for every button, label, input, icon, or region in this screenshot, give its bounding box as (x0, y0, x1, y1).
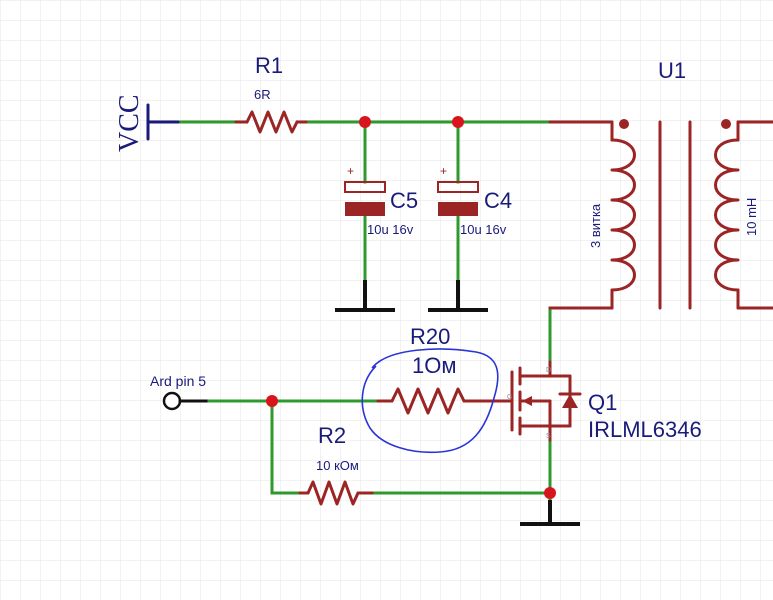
c4-value: 10u 16v (460, 222, 507, 237)
c4-polarity: + (440, 164, 447, 178)
c5-value: 10u 16v (367, 222, 414, 237)
transformer-u1[interactable]: U1 3 витка 10 mH (548, 58, 773, 310)
capacitor-c5[interactable]: + C5 10u 16v (344, 164, 418, 237)
q1-pin-d: D (546, 367, 551, 374)
ground-c4 (428, 280, 488, 312)
hand-drawn-circle (361, 348, 499, 454)
input-label: Ard pin 5 (150, 373, 206, 389)
c5-designator: C5 (390, 188, 418, 213)
ground-q1 (520, 500, 580, 526)
r2-value: 10 кОм (316, 458, 359, 473)
mosfet-q1[interactable]: D G S Q1 IRLML6346 (498, 360, 702, 442)
q1-part-number: IRLML6346 (588, 417, 702, 442)
u1-primary-label: 3 витка (588, 203, 603, 248)
r20-designator: R20 (410, 324, 450, 349)
q1-pin-g: G (507, 394, 512, 401)
u1-designator: U1 (658, 58, 686, 83)
vcc-label: VCC (114, 94, 145, 152)
wires (176, 120, 552, 502)
junctions (266, 116, 556, 499)
u1-secondary-label: 10 mH (744, 198, 759, 236)
q1-pin-s: S (546, 433, 551, 440)
c5-polarity: + (347, 164, 354, 178)
r2-designator: R2 (318, 423, 346, 448)
vcc-symbol[interactable]: VCC (114, 94, 180, 152)
input-terminal[interactable] (162, 391, 182, 411)
resistor-r2[interactable]: R2 10 кОм (298, 423, 374, 506)
capacitor-c4[interactable]: + C4 10u 16v (437, 164, 512, 237)
resistor-r1[interactable]: R1 6R (234, 53, 308, 134)
r20-value: 1Ом (412, 353, 456, 378)
r1-value: 6R (254, 87, 271, 102)
input-pin-ard5[interactable]: Ard pin 5 (150, 373, 208, 411)
r1-designator: R1 (255, 53, 283, 78)
c4-designator: C4 (484, 188, 512, 213)
ground-c5 (335, 280, 395, 312)
q1-designator: Q1 (588, 390, 617, 415)
